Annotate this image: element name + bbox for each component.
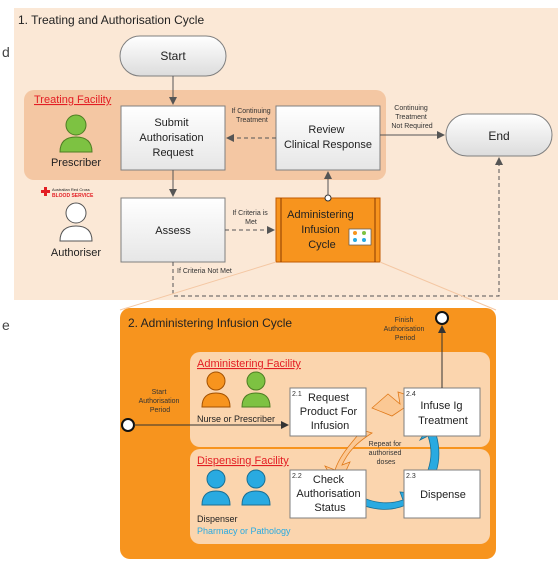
- review-box-text: Review Clinical Response: [284, 124, 372, 151]
- zoom-line-right: [379, 261, 497, 311]
- section2-title: 2. Administering Infusion Cycle: [128, 316, 292, 330]
- criteria-not-met-text: If Criteria Not Met: [177, 268, 232, 275]
- step-check-status-box: [289, 469, 367, 519]
- step-2-4-number: 2.4: [406, 391, 416, 398]
- arrow-not-met-to-end: [172, 157, 503, 297]
- step-2-4-line-2: Treatment: [418, 415, 468, 427]
- administering-facility-label: Administering Facility: [197, 358, 301, 370]
- repeat-doses-text: Repeat for authorised doses: [369, 441, 404, 466]
- submit-line-1: Submit: [154, 117, 188, 129]
- criteria-met-line-2: Met: [245, 219, 257, 226]
- assess-box: [120, 197, 226, 263]
- criteria-met-text: If Criteria is Met: [232, 210, 269, 226]
- finish-period-text: Finish Authorisation Period: [384, 317, 427, 342]
- section1-title: 1. Treating and Authorisation Cycle: [18, 13, 204, 27]
- end-label: End: [488, 129, 509, 143]
- dispensing-facility-label: Dispensing Facility: [197, 455, 289, 467]
- step-2-2-line-2: Authorisation: [296, 488, 360, 500]
- step-2-2-line-3: Status: [314, 502, 346, 514]
- zoom-line-left: [119, 261, 277, 311]
- not-required-line-2: Treatment: [395, 114, 427, 121]
- red-cross-logo: [41, 187, 50, 196]
- dispenser-icon-2: [241, 469, 271, 506]
- step-2-2-text: Check Authorisation Status: [296, 474, 363, 514]
- cycle-line-1: Administering: [287, 209, 354, 221]
- prescriber-label: Prescriber: [51, 157, 101, 169]
- assess-label: Assess: [155, 225, 191, 237]
- start-period-node: [121, 418, 135, 432]
- not-required-line-3: Not Required: [391, 123, 432, 130]
- if-continuing-line-2: Treatment: [236, 117, 268, 124]
- pharmacy-label: Pharmacy or Pathology: [197, 526, 291, 536]
- left-fragment-1: d: [2, 44, 10, 60]
- step-2-2-number: 2.2: [292, 473, 302, 480]
- not-required-text: Continuing Treatment Not Required: [391, 105, 432, 130]
- step-2-1-line-3: Infusion: [311, 420, 350, 432]
- repeat-line-2: authorised: [369, 450, 402, 457]
- step-2-1-line-1: Request: [308, 392, 349, 404]
- step-2-4-text: Infuse Ig Treatment: [418, 400, 468, 427]
- not-required-line-1: Continuing: [394, 105, 428, 112]
- step-2-1-text: Request Product For Infusion: [300, 392, 361, 432]
- cycle-line-3: Cycle: [308, 239, 336, 251]
- cycle-line-2: Infusion: [301, 224, 340, 236]
- review-line-2: Clinical Response: [284, 139, 372, 151]
- finish-line-3: Period: [395, 335, 415, 342]
- start-period-line-2: Authorisation: [139, 398, 180, 405]
- step-2-1-line-2: Product For: [300, 406, 358, 418]
- submit-box-text: Submit Authorisation Request: [139, 117, 206, 159]
- step-2-3-number: 2.3: [406, 473, 416, 480]
- start-period-line-3: Period: [150, 407, 170, 414]
- start-period-text: Start Authorisation Period: [139, 389, 182, 414]
- step-2-1-number: 2.1: [292, 391, 302, 398]
- review-clinical-response-box: [275, 105, 381, 171]
- blood-service-line-2: BLOOD SERVICE: [52, 193, 94, 199]
- start-label: Start: [160, 49, 186, 63]
- step-2-2-line-1: Check: [313, 474, 345, 486]
- review-line-1: Review: [308, 124, 344, 136]
- submit-line-3: Request: [153, 147, 194, 159]
- repeat-line-3: doses: [377, 459, 396, 466]
- prescriber-2-icon: [241, 371, 271, 408]
- end-node: [445, 113, 553, 157]
- treating-facility-label: Treating Facility: [34, 94, 112, 106]
- if-continuing-text: If Continuing Treatment: [231, 108, 272, 124]
- finish-line-2: Authorisation: [384, 326, 425, 333]
- start-period-line-1: Start: [152, 389, 167, 396]
- cycle-connector-dot: [324, 194, 332, 202]
- step-request-product-box: [289, 387, 367, 437]
- finish-period-node: [435, 311, 449, 325]
- criteria-met-line-1: If Criteria is: [232, 210, 268, 217]
- dispenser-label: Dispenser: [197, 514, 238, 524]
- nurse-label: Nurse or Prescriber: [197, 414, 275, 424]
- repeat-line-1: Repeat for: [369, 441, 402, 448]
- finish-line-1: Finish: [395, 317, 414, 324]
- cycle-mini-icon: [348, 228, 372, 246]
- step-infuse-treatment-box: [403, 387, 481, 437]
- authoriser-label: Authoriser: [51, 247, 101, 259]
- left-fragment-2: e: [2, 317, 10, 333]
- if-continuing-line-1: If Continuing: [231, 108, 270, 115]
- blood-service-line-1: Australian Red Cross: [52, 187, 90, 192]
- authoriser-icon: [59, 202, 93, 242]
- step-2-4-line-1: Infuse Ig: [420, 400, 462, 412]
- submit-authorisation-box: [120, 105, 226, 171]
- cycle-box-text: Administering Infusion Cycle: [287, 209, 357, 251]
- nurse-icon: [201, 371, 231, 408]
- dispenser-icon-1: [201, 469, 231, 506]
- prescriber-icon: [59, 114, 93, 153]
- submit-line-2: Authorisation: [139, 132, 203, 144]
- step-dispense-box: [403, 469, 481, 519]
- step-2-3-text: Dispense: [420, 489, 466, 501]
